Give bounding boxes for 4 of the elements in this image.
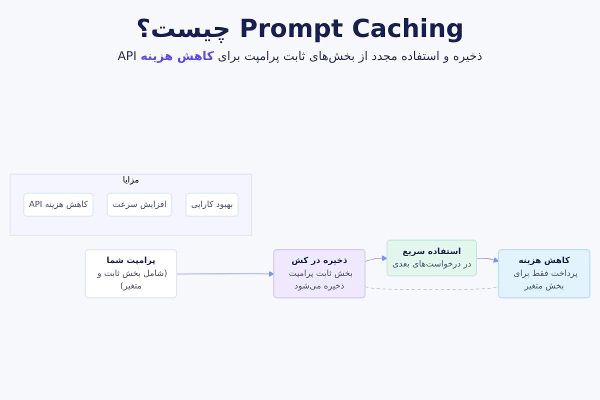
arrow [476,257,500,263]
arrow [176,271,274,277]
title: Prompt Caching چیست؟ [136,13,464,43]
arrow [365,255,388,262]
